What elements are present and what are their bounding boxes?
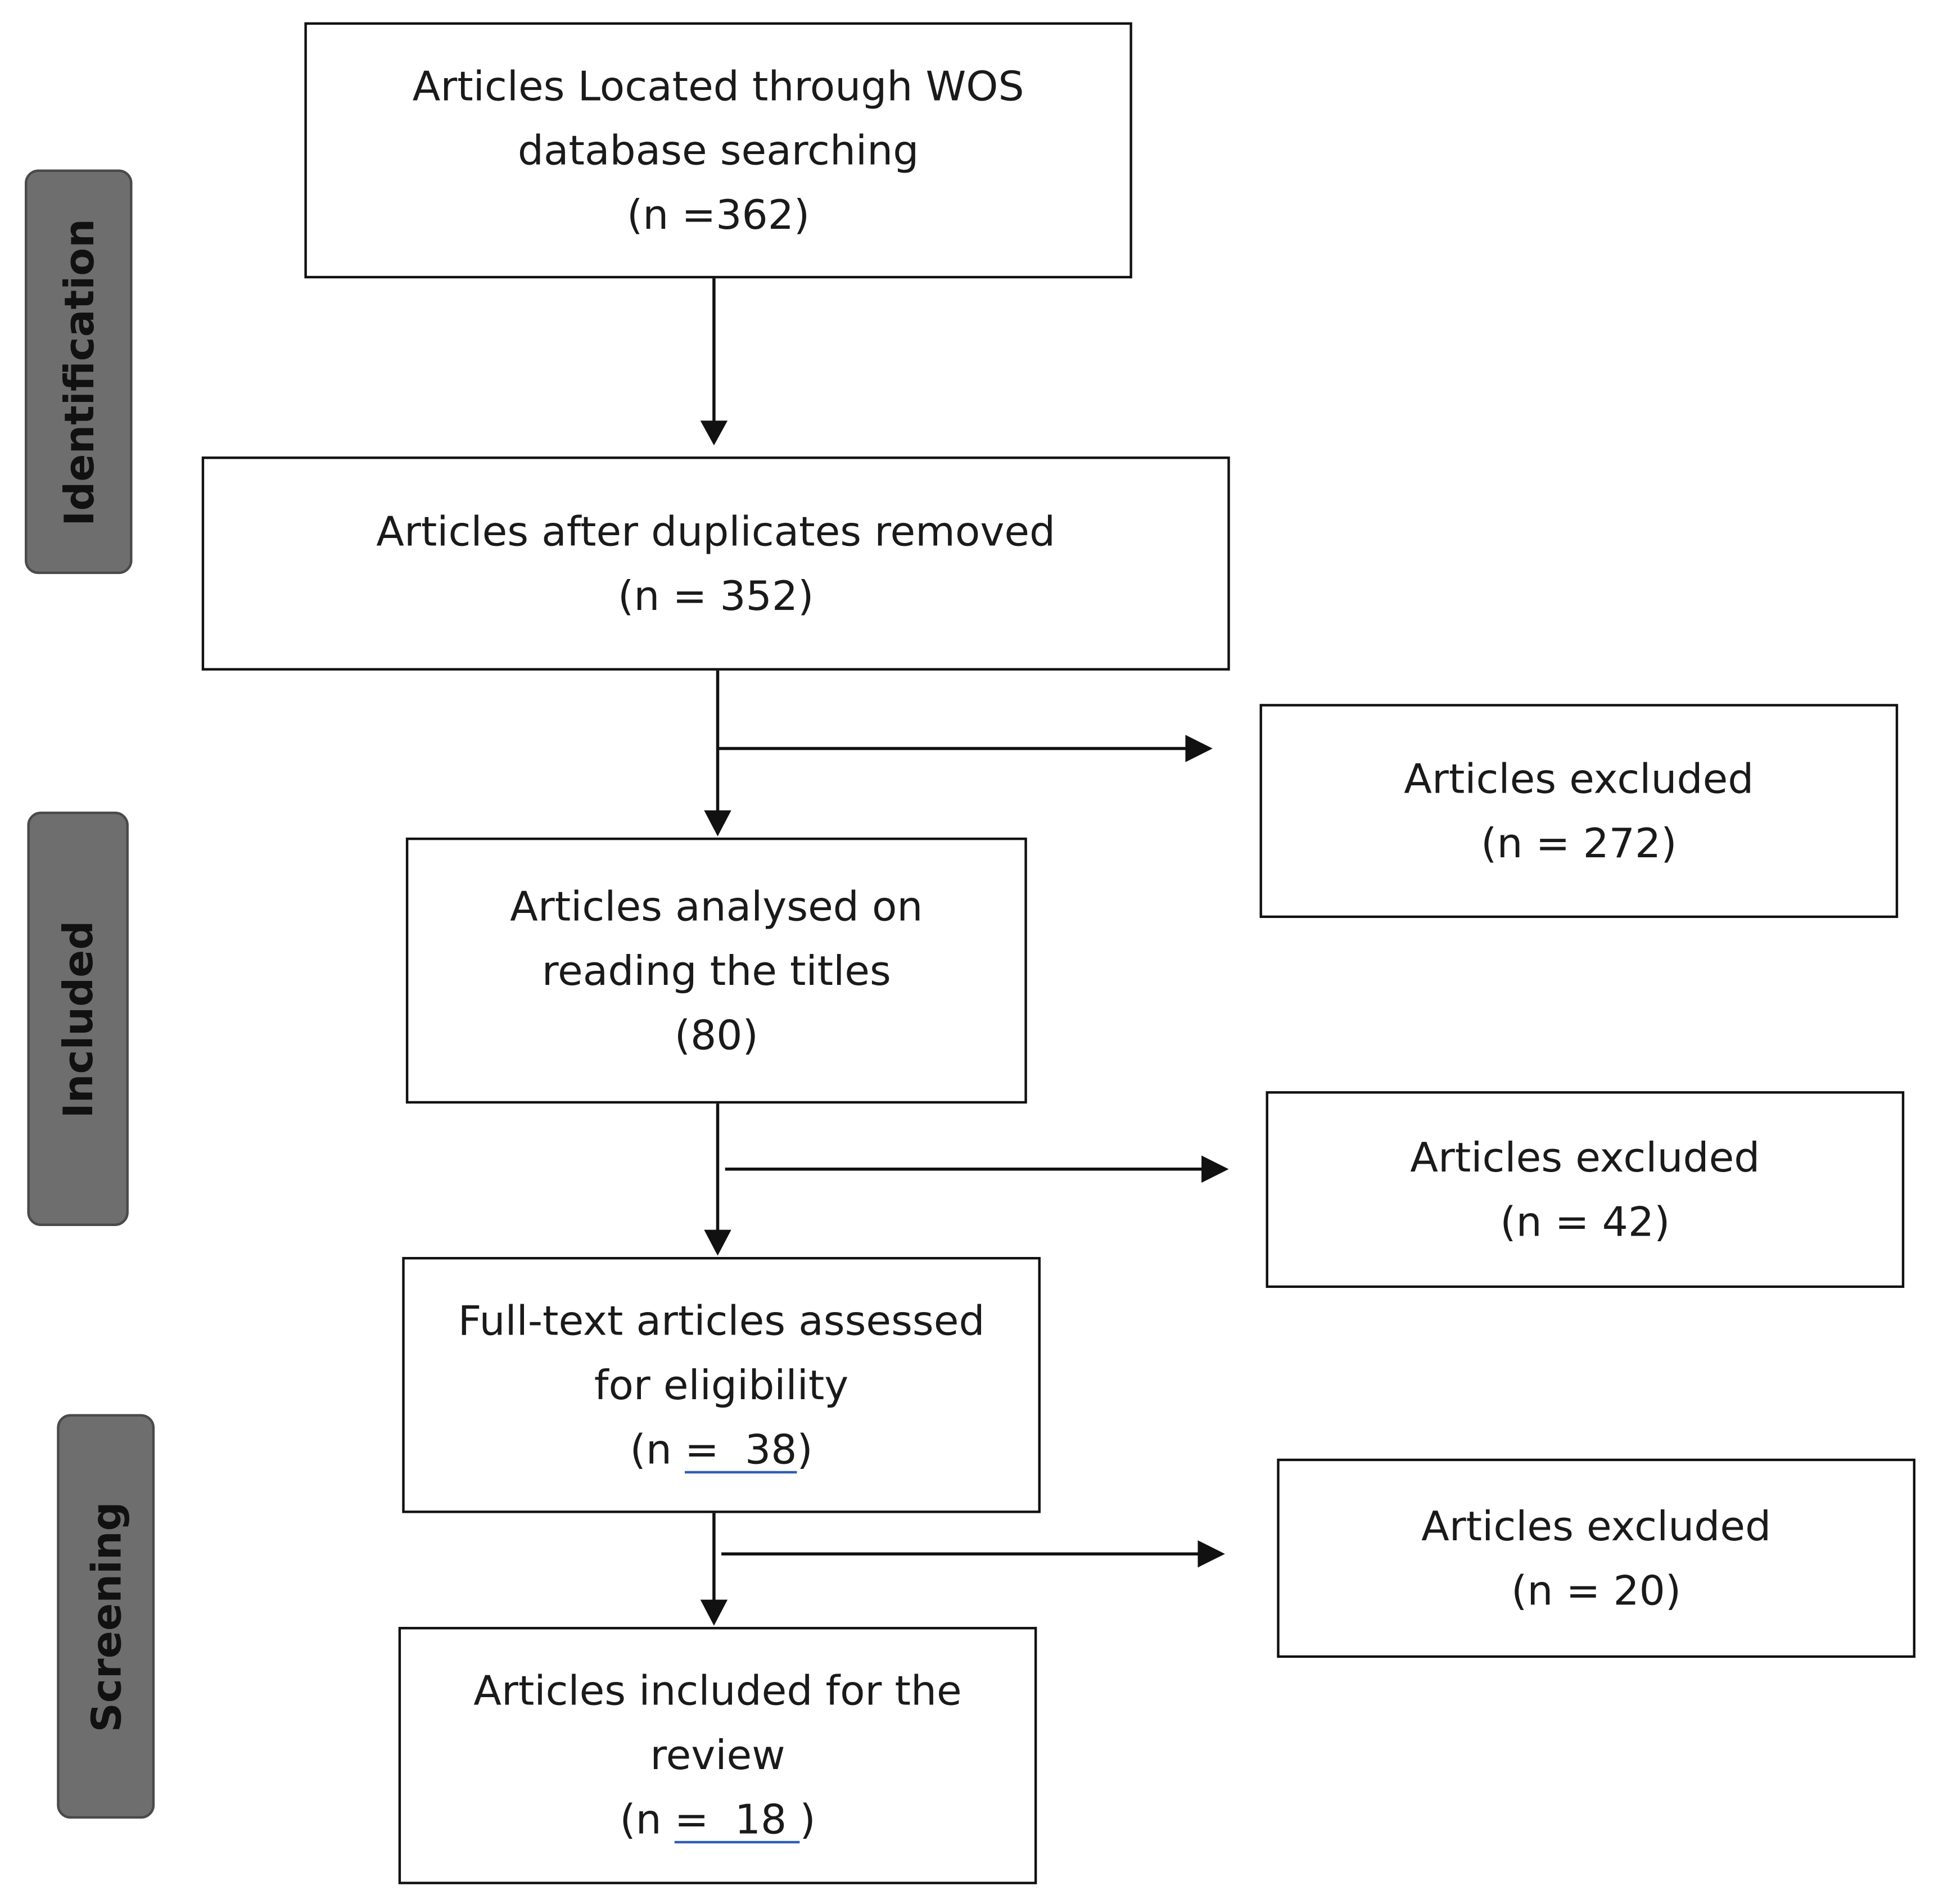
- box-after-duplicates-count: (n = 352): [618, 571, 814, 619]
- box-titles-analysed: Articles analysed on reading the titles …: [405, 837, 1027, 1104]
- box-titles-analysed-count: (80): [674, 1010, 758, 1059]
- box-articles-located-line2: database searching: [517, 125, 919, 174]
- box-articles-located: Articles Located through WOS database se…: [304, 22, 1132, 279]
- box-fulltext-assessed: Full-text articles assessed for eligibil…: [402, 1257, 1041, 1513]
- fulltext-count-value: = 38: [684, 1424, 797, 1473]
- box-excluded-titles: Articles excluded (n = 272): [1259, 704, 1899, 918]
- box-articles-included: Articles included for the review (n = 18…: [398, 1627, 1037, 1884]
- box-titles-analysed-line1: Articles analysed on: [510, 881, 923, 930]
- box-after-duplicates-line1: Articles after duplicates removed: [376, 506, 1056, 555]
- box-excluded-fulltext-line1: Articles excluded: [1410, 1132, 1760, 1181]
- included-count-suffix: ): [799, 1795, 816, 1844]
- box-fulltext-assessed-line2: for eligibility: [594, 1360, 849, 1409]
- box-excluded-titles-count: (n = 272): [1481, 818, 1677, 867]
- arrowhead-2: [704, 810, 731, 836]
- box-articles-located-count: (n =362): [626, 189, 810, 238]
- box-excluded-eligibility-line1: Articles excluded: [1421, 1501, 1772, 1550]
- included-count-value: = 18: [674, 1795, 800, 1844]
- box-excluded-titles-line1: Articles excluded: [1404, 754, 1754, 803]
- arrowhead-5: [1201, 1155, 1229, 1183]
- arrowhead-6: [700, 1599, 728, 1626]
- box-articles-included-count: (n = 18 ): [620, 1788, 815, 1852]
- box-articles-included-line1: Articles included for the: [473, 1666, 962, 1715]
- box-fulltext-assessed-count: (n = 38): [630, 1417, 812, 1481]
- box-articles-included-line2: review: [650, 1730, 785, 1779]
- arrowhead-7: [1198, 1540, 1225, 1568]
- box-fulltext-assessed-line1: Full-text articles assessed: [458, 1296, 985, 1345]
- box-excluded-fulltext: Articles excluded (n = 42): [1266, 1091, 1905, 1288]
- box-titles-analysed-line2: reading the titles: [541, 946, 891, 994]
- arrowhead-1: [700, 420, 728, 446]
- fulltext-count-suffix: ): [797, 1424, 813, 1473]
- box-excluded-eligibility: Articles excluded (n = 20): [1277, 1458, 1915, 1658]
- box-articles-located-line1: Articles Located through WOS: [412, 61, 1024, 110]
- fulltext-count-prefix: (n: [630, 1424, 685, 1473]
- box-excluded-eligibility-count: (n = 20): [1511, 1566, 1682, 1614]
- arrowhead-3: [1185, 735, 1213, 762]
- stage-label-identification: Identification: [25, 169, 133, 575]
- stage-label-included: Included: [27, 811, 129, 1226]
- arrowhead-4: [704, 1229, 731, 1256]
- box-after-duplicates: Articles after duplicates removed (n = 3…: [201, 456, 1230, 671]
- box-excluded-fulltext-count: (n = 42): [1500, 1197, 1670, 1246]
- included-count-prefix: (n: [620, 1795, 675, 1844]
- stage-label-screening: Screening: [57, 1414, 155, 1819]
